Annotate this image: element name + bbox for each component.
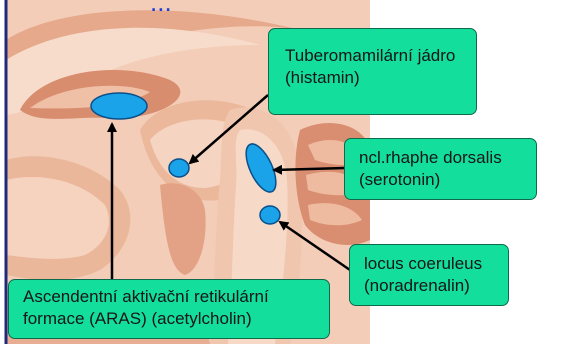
- label-tuberomamillar-line1: Tuberomamilární jádro: [285, 45, 466, 67]
- label-aras: Ascendentní aktivační retikulární formac…: [8, 279, 330, 339]
- label-coeruleus: locus coeruleus (noradrenalin): [349, 244, 509, 306]
- label-tuberomamillar: Tuberomamilární jádro (histamin): [268, 28, 477, 115]
- tuberomamillar-marker: [169, 159, 189, 177]
- label-coeruleus-line1: locus coeruleus: [364, 253, 498, 275]
- label-raphe-line1: ncl.rhaphe dorsalis: [359, 147, 526, 169]
- title-fragment: ...: [150, 0, 172, 18]
- label-aras-line2: formace (ARAS) (acetylcholin): [23, 308, 319, 330]
- label-coeruleus-line2: (noradrenalin): [364, 275, 498, 297]
- label-raphe-line2: (serotonin): [359, 169, 526, 191]
- coeruleus-marker: [260, 206, 280, 224]
- aras-marker: [91, 93, 147, 119]
- label-raphe: ncl.rhaphe dorsalis (serotonin): [344, 138, 537, 200]
- label-tuberomamillar-line2: (histamin): [285, 67, 466, 89]
- label-aras-line1: Ascendentní aktivační retikulární: [23, 286, 319, 308]
